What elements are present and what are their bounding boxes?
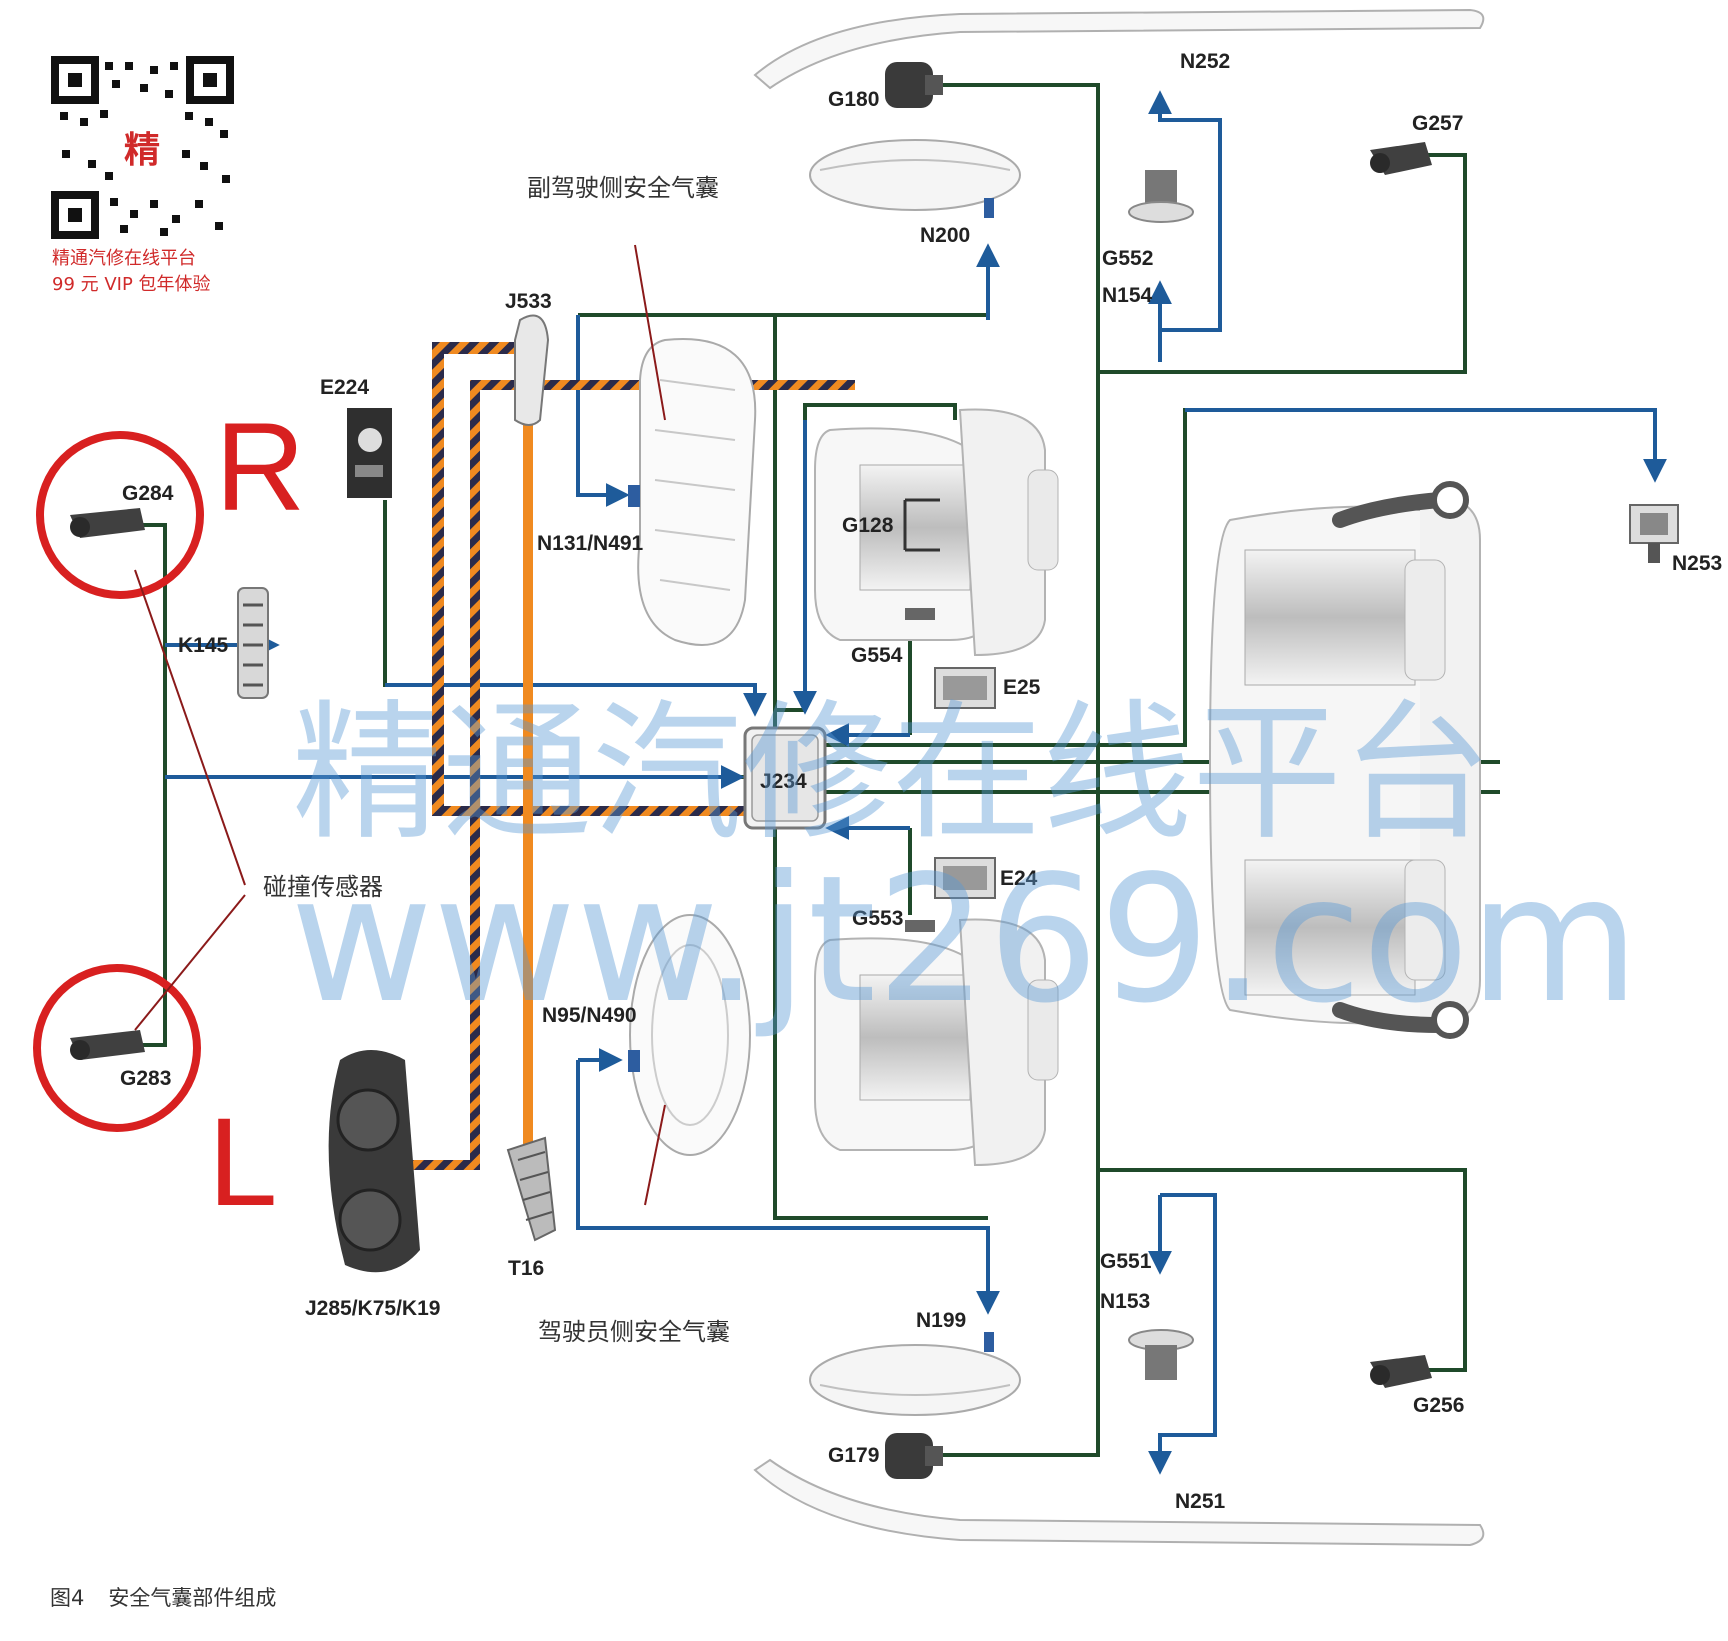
annotation-crash-sensor: 碰撞传感器 xyxy=(263,873,383,901)
g179-sensor xyxy=(885,1433,943,1479)
label-n251: N251 xyxy=(1175,1490,1226,1513)
label-g553: G553 xyxy=(852,907,903,930)
roof-curtain-bottom xyxy=(753,1458,1485,1547)
label-j234: J234 xyxy=(760,770,807,793)
label-j533: J533 xyxy=(505,290,552,313)
label-g180: G180 xyxy=(828,88,879,111)
watermark-brand: 精通汽修在线平台 xyxy=(292,687,1492,861)
label-g552: G552 xyxy=(1102,247,1153,270)
label-n154: N154 xyxy=(1102,284,1153,307)
label-n253: N253 xyxy=(1672,552,1722,575)
t16-diagnostic-connector xyxy=(506,1136,557,1242)
e24-switch xyxy=(934,857,996,899)
label-g256: G256 xyxy=(1413,1394,1464,1417)
label-n95-n490: N95/N490 xyxy=(542,1004,637,1027)
label-n153: N153 xyxy=(1100,1290,1150,1313)
label-e224: E224 xyxy=(320,376,369,399)
annotation-pointers xyxy=(134,244,666,1206)
g554-sensor xyxy=(905,608,935,620)
crash-sensor-circle-right xyxy=(36,431,204,599)
side-airbag-front-right xyxy=(809,139,1021,218)
blue-wiring xyxy=(165,90,1667,1475)
g283-sensor xyxy=(70,1030,145,1060)
label-j285-k75-k19: J285/K75/K19 xyxy=(305,1297,440,1320)
label-g551: G551 xyxy=(1100,1250,1152,1273)
g551-sensor xyxy=(1128,1329,1194,1380)
instrument-cluster xyxy=(328,1050,420,1273)
g552-sensor xyxy=(1128,170,1194,223)
figure-caption: 图4 安全气囊部件组成 xyxy=(50,1582,300,1612)
label-g128: G128 xyxy=(842,514,894,537)
label-n200: N200 xyxy=(920,224,970,247)
label-g257: G257 xyxy=(1412,112,1463,135)
passenger-airbag xyxy=(628,338,757,646)
qr-code: 精 xyxy=(51,56,234,239)
label-n252: N252 xyxy=(1180,50,1230,73)
label-g283: G283 xyxy=(120,1067,171,1090)
g553-sensor xyxy=(905,920,935,932)
label-g284: G284 xyxy=(122,482,174,505)
front-seat-passenger xyxy=(814,408,1059,657)
annotation-driver-airbag: 驾驶员侧安全气囊 xyxy=(538,1318,730,1346)
watermark-url: www.jt269.com xyxy=(290,839,1640,1042)
side-label-right: R xyxy=(215,398,305,537)
g257-sensor xyxy=(1370,142,1432,175)
figure-number: 图4 xyxy=(50,1586,85,1610)
g256-sensor xyxy=(1370,1355,1432,1388)
g180-sensor xyxy=(885,62,943,108)
label-g179: G179 xyxy=(828,1444,879,1467)
label-k145: K145 xyxy=(178,634,229,657)
component-labels: G180 N252 G257 N200 G552 N154 J533 E224 … xyxy=(120,50,1722,1513)
figure-title: 安全气囊部件组成 xyxy=(108,1586,277,1610)
qr-center-char: 精 xyxy=(124,130,160,171)
n253-module xyxy=(1629,504,1679,563)
roof-curtain-top xyxy=(753,8,1485,90)
j533-gateway xyxy=(514,314,550,426)
e224-switch xyxy=(347,408,392,498)
label-e24: E24 xyxy=(1000,867,1038,890)
qr-caption-line1: 精通汽修在线平台 xyxy=(52,248,196,269)
annotation-passenger-airbag: 副驾驶侧安全气囊 xyxy=(527,174,719,202)
label-n131-n491: N131/N491 xyxy=(537,532,644,555)
label-g554: G554 xyxy=(851,644,903,667)
driver-airbag xyxy=(628,914,751,1156)
rear-bench-seat xyxy=(1208,481,1481,1039)
crash-sensor-circle-left xyxy=(33,964,201,1132)
side-label-left: L xyxy=(208,1093,278,1232)
j234-control-unit xyxy=(743,726,827,830)
label-t16: T16 xyxy=(508,1257,544,1280)
e25-switch xyxy=(934,667,996,709)
qr-caption-line2: 99 元 VIP 包年体验 xyxy=(52,274,211,295)
g284-sensor xyxy=(70,508,145,538)
front-seat-driver xyxy=(814,918,1059,1167)
k145-indicator xyxy=(237,587,269,699)
side-airbag-front-left xyxy=(809,1332,1021,1416)
label-n199: N199 xyxy=(916,1309,966,1332)
label-e25: E25 xyxy=(1003,676,1041,699)
